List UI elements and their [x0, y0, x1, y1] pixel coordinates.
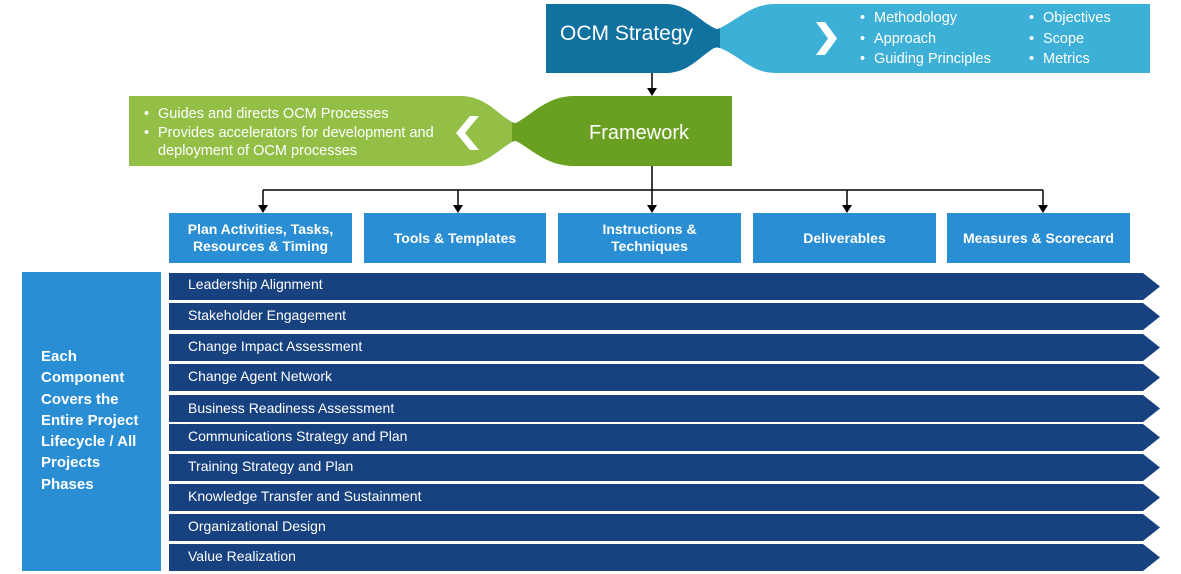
phase-label: Change Agent Network	[188, 368, 332, 384]
strategy-title: OCM Strategy	[560, 22, 694, 45]
component-box-measures: Measures & Scorecard	[947, 213, 1130, 263]
framework-chevron-icon	[456, 116, 479, 150]
phase-label: Knowledge Transfer and Sustainment	[188, 488, 422, 504]
phase-label: Change Impact Assessment	[188, 338, 363, 354]
strategy-item: Scope	[1028, 29, 1111, 50]
strategy-item: Metrics	[1028, 49, 1111, 70]
phase-label: Business Readiness Assessment	[188, 400, 395, 416]
phase-label: Stakeholder Engagement	[188, 307, 346, 323]
strategy-item: Objectives	[1028, 8, 1111, 29]
ocm-strategy-shape	[546, 4, 1150, 73]
framework-title: Framework	[589, 122, 690, 144]
connector-lines	[262, 73, 1044, 206]
strategy-item: Approach	[859, 29, 991, 50]
phase-label: Leadership Alignment	[188, 276, 323, 292]
phase-label: Training Strategy and Plan	[188, 458, 354, 474]
strategy-list-left: Methodology Approach Guiding Principles	[859, 8, 991, 70]
framework-list: Guides and directs OCM Processes Provide…	[143, 105, 458, 161]
component-box-instructions: Instructions & Techniques	[558, 213, 741, 263]
strategy-chevron-icon	[816, 22, 837, 55]
framework-item: Provides accelerators for development an…	[143, 124, 458, 161]
phase-label: Value Realization	[188, 548, 296, 564]
component-box-tools: Tools & Templates	[364, 213, 546, 263]
framework-item: Guides and directs OCM Processes	[143, 105, 458, 124]
strategy-item: Guiding Principles	[859, 49, 991, 70]
component-box-deliverables: Deliverables	[753, 213, 936, 263]
phase-label: Organizational Design	[188, 518, 326, 534]
component-box-plan: Plan Activities, Tasks, Resources & Timi…	[169, 213, 352, 263]
strategy-item: Methodology	[859, 8, 991, 29]
side-label: Each Component Covers the Entire Project…	[41, 348, 139, 493]
phase-arrows	[169, 273, 1160, 571]
connector-arrowheads	[258, 88, 1048, 213]
side-panel	[22, 272, 161, 571]
phase-label: Communications Strategy and Plan	[188, 428, 408, 444]
strategy-list-right: Objectives Scope Metrics	[1028, 8, 1111, 70]
